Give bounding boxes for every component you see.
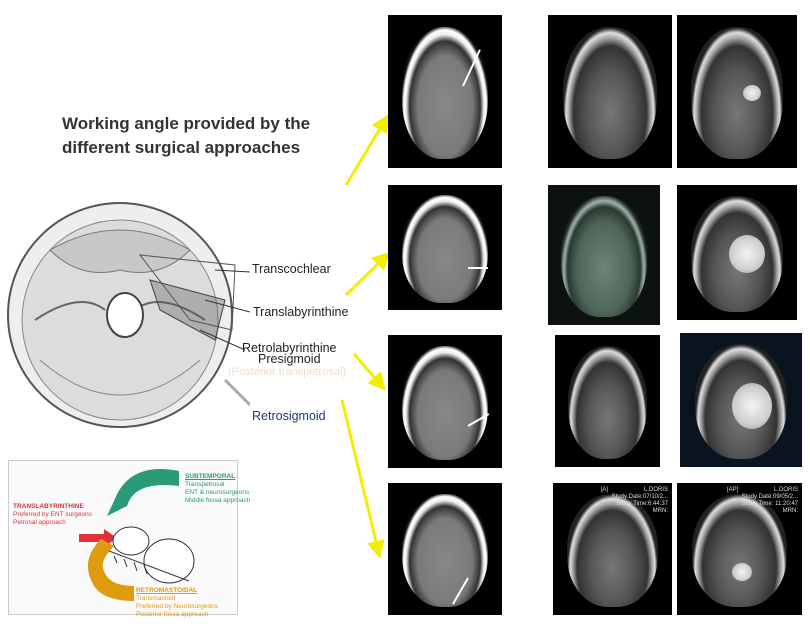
arrow-row3	[352, 353, 386, 391]
arrow-row1	[344, 114, 389, 186]
label-retrosigmoid: Retrosigmoid	[252, 409, 326, 423]
approach-arrows-illustration	[79, 469, 195, 601]
arrow-row2	[344, 251, 391, 297]
arrow-row4	[340, 399, 385, 559]
label-translabyrinthine: Translabyrinthine	[253, 305, 349, 319]
label-retrolabyrinthine: Retrolabyrinthine	[242, 341, 337, 355]
mri-scan-row1-b	[677, 15, 797, 168]
mri-scan-row1-a	[548, 15, 672, 168]
ct-scan-row4	[388, 483, 502, 615]
skull-base-illustration	[7, 202, 250, 428]
mri-scan-row2-a	[548, 185, 660, 325]
mri-scan-row3-b	[680, 333, 802, 467]
label-presigmoid: Presigmoid	[258, 352, 321, 366]
ct-scan-row3	[388, 335, 502, 468]
ct-scan-row1	[388, 15, 502, 168]
mri-scan-row3-a	[555, 335, 660, 467]
ct-scan-row2	[388, 185, 502, 310]
mri-scan-row2-b	[677, 185, 797, 320]
approach-diagram: SUBTEMPORAL Transpetrosal ENT & neurosur…	[8, 460, 250, 618]
page-title: Working angle provided by the different …	[62, 114, 311, 157]
label-posterior-transpetrosal: (Posterior transpetrosal)	[228, 366, 346, 378]
label-transcochlear: Transcochlear	[252, 262, 331, 276]
